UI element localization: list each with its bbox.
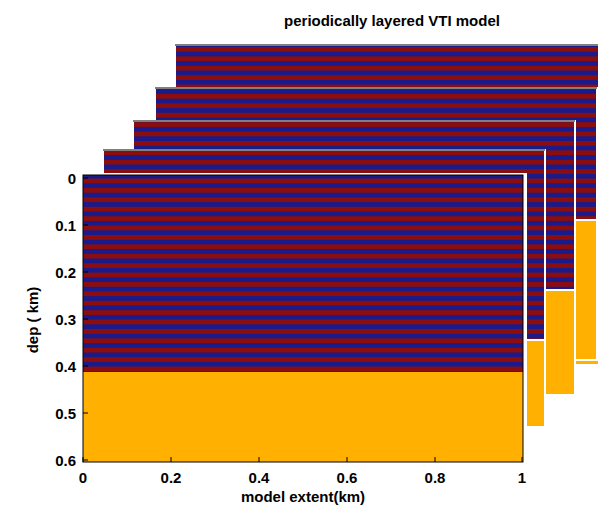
tick-label: 0 bbox=[68, 171, 76, 186]
tick-label: 0.4 bbox=[249, 470, 270, 485]
tick-label: 0.5 bbox=[55, 406, 76, 421]
tick-label: 0 bbox=[79, 470, 87, 485]
tick-label: 0.2 bbox=[55, 265, 76, 280]
model-panel bbox=[81, 173, 527, 466]
tick-label: 0.6 bbox=[55, 453, 76, 468]
axis-ticks bbox=[83, 178, 522, 462]
tick-label: 0.1 bbox=[55, 218, 76, 233]
axis-title: dep ( km) bbox=[25, 287, 40, 354]
tick-label: 0.4 bbox=[55, 359, 76, 374]
tick-label: 0.3 bbox=[55, 312, 76, 327]
chart-title: periodically layered VTI model bbox=[284, 13, 500, 28]
axis-title: model extent(km) bbox=[241, 489, 365, 504]
tick-label: 0.8 bbox=[425, 470, 446, 485]
tick-label: 0.2 bbox=[161, 470, 182, 485]
tick-label: 0.6 bbox=[337, 470, 358, 485]
tick-label: 1 bbox=[518, 470, 526, 485]
